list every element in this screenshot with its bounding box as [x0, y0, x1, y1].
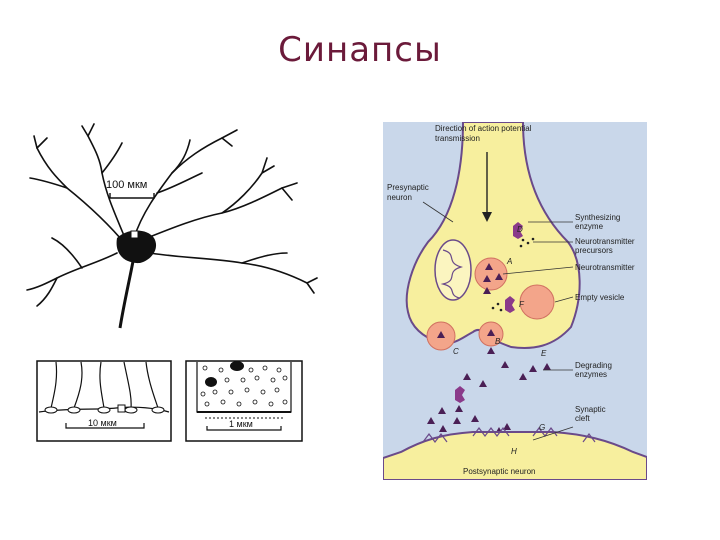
letter-g: G [539, 423, 545, 432]
neurotransmitter-label: Neurotransmitter [575, 263, 635, 272]
synapse-diagram: Direction of action potential transmissi… [383, 122, 647, 480]
neuron-scale-label: 100 мкм [106, 179, 147, 191]
degrading-enzymes-label-2: enzymes [575, 370, 607, 379]
synthesizing-enzyme-label: Synthesizing [575, 213, 620, 222]
nt-precursors-label-2: precursors [575, 246, 613, 255]
inset-right-scale-label: 1 мкм [229, 419, 253, 429]
letter-c: C [453, 347, 459, 356]
empty-vesicle-label: Empty vesicle [575, 293, 625, 302]
slide-title: Синапсы [0, 30, 720, 70]
presynaptic-label-2: neuron [387, 193, 412, 202]
letter-e: E [541, 349, 547, 358]
inset-left-scale-label: 10 мкм [88, 418, 117, 428]
nt-precursors-label: Neurotransmitter [575, 237, 635, 246]
neuron-drawing: 100 мкм [22, 118, 322, 340]
letter-d: D [517, 225, 523, 234]
letter-a: A [506, 257, 512, 266]
letter-h: H [511, 447, 517, 456]
synaptic-cleft-label: Synaptic [575, 405, 606, 414]
inset-right-drawing: 1 мкм [185, 360, 303, 442]
direction-label-2: transmission [435, 134, 480, 143]
letter-b: B [495, 337, 501, 346]
inset-left-drawing: 10 мкм [36, 360, 172, 442]
presynaptic-label: Presynaptic [387, 183, 429, 192]
direction-label: Direction of action potential [435, 124, 532, 133]
postsynaptic-label: Postsynaptic neuron [463, 467, 536, 476]
degrading-enzymes-label: Degrading [575, 361, 612, 370]
synthesizing-enzyme-label-2: enzyme [575, 222, 604, 231]
synaptic-cleft-label-2: cleft [575, 414, 590, 423]
